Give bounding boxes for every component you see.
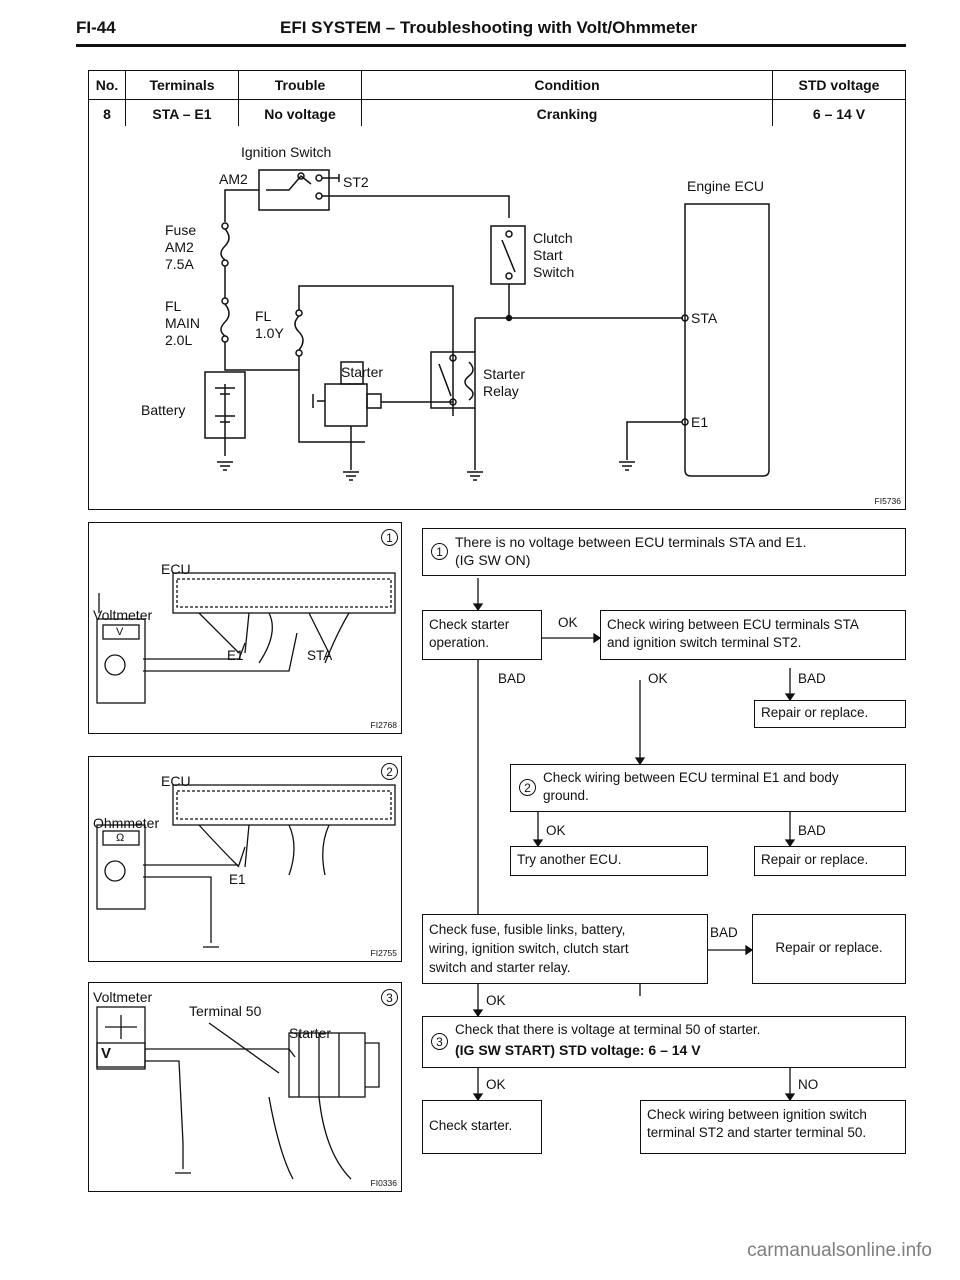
flow-check-starter-op: Check starter operation. bbox=[422, 610, 542, 660]
flow-step3: 3 Check that there is voltage at termina… bbox=[422, 1016, 906, 1068]
spec-table-row: 8 STA – E1 No voltage Cranking 6 – 14 V bbox=[88, 99, 906, 129]
fig3-terminal-label: Terminal 50 bbox=[189, 1003, 262, 1019]
label-starter-relay: Starter Relay bbox=[483, 366, 526, 399]
label-battery: Battery bbox=[141, 402, 186, 418]
page-title: EFI SYSTEM – Troubleshooting with Volt/O… bbox=[280, 18, 698, 37]
flow-step3-line1: Check that there is voltage at terminal … bbox=[455, 1022, 761, 1037]
figure-id: FI5736 bbox=[874, 496, 901, 506]
flow-repair2: Repair or replace. bbox=[754, 846, 906, 876]
circuit-diagram: Ignition Switch AM2 ST2 Fuse AM2 7.5A FL… bbox=[88, 126, 906, 510]
flow-repair3: Repair or replace. bbox=[752, 914, 906, 984]
flow-try-ecu: Try another ECU. bbox=[510, 846, 708, 876]
flow-bad3: BAD bbox=[798, 823, 826, 838]
fig1-ecu-label: ECU bbox=[161, 561, 191, 577]
label-starter: Starter bbox=[341, 364, 384, 380]
fig1-meter-label: Voltmeter bbox=[93, 607, 153, 623]
figure-3-drawing bbox=[96, 1006, 380, 1180]
figure-1-voltmeter: ECU Voltmeter V E1 STA 1 FI2768 bbox=[88, 522, 402, 734]
label-engine-ecu: Engine ECU bbox=[687, 178, 765, 194]
watermark: carmanualsonline.info bbox=[747, 1240, 932, 1261]
flow-bad1: BAD bbox=[498, 671, 526, 686]
flow-step3-number: 3 bbox=[431, 1033, 448, 1050]
flow-ok4: OK bbox=[486, 993, 506, 1008]
flow-bad2: BAD bbox=[798, 671, 826, 686]
fig1-e1-label: E1 bbox=[227, 648, 244, 663]
col-condition: Condition bbox=[361, 70, 773, 100]
flow-step1: 1 There is no voltage between ECU termin… bbox=[422, 528, 906, 576]
col-std-voltage: STD voltage bbox=[772, 70, 906, 100]
fig2-id: FI2755 bbox=[370, 948, 397, 958]
flow-bad4: BAD bbox=[710, 925, 738, 940]
fig2-e1-label: E1 bbox=[229, 872, 246, 887]
flow-step1-text: There is no voltage between ECU terminal… bbox=[455, 534, 807, 568]
fig3-number: 3 bbox=[381, 989, 398, 1006]
cell-std-voltage: 6 – 14 V bbox=[772, 99, 906, 129]
fig2-number: 2 bbox=[381, 763, 398, 780]
label-fl-main: FL MAIN 2.0L bbox=[165, 298, 200, 348]
flow-ok5: OK bbox=[486, 1077, 506, 1092]
fig3-meter-label: Voltmeter bbox=[93, 989, 153, 1005]
figure-2-ohmmeter: ECU Ohmmeter Ω E1 2 FI2755 bbox=[88, 756, 402, 962]
label-clutch-switch: Clutch Start Switch bbox=[533, 230, 575, 280]
flow-ok2: OK bbox=[648, 671, 668, 686]
label-ignition-switch: Ignition Switch bbox=[241, 144, 332, 160]
fig2-ecu-label: ECU bbox=[161, 773, 191, 789]
fig2-meter-symbol: Ω bbox=[116, 832, 125, 844]
flow-step3-line2: (IG SW START) STD voltage: 6 – 14 V bbox=[455, 1042, 701, 1058]
flow-no: NO bbox=[798, 1077, 819, 1092]
label-fl-1: FL 1.0Y bbox=[255, 308, 284, 341]
cell-condition: Cranking bbox=[361, 99, 773, 129]
label-am2: AM2 bbox=[219, 171, 248, 187]
flow-repair1: Repair or replace. bbox=[754, 700, 906, 728]
label-e1: E1 bbox=[691, 414, 709, 430]
figure-1-drawing bbox=[96, 572, 396, 704]
flow-ok1: OK bbox=[558, 615, 578, 630]
page-number: FI-44 bbox=[76, 18, 116, 37]
fig1-number: 1 bbox=[381, 529, 398, 546]
col-terminals: Terminals bbox=[125, 70, 239, 100]
flow-step2-number: 2 bbox=[519, 779, 536, 796]
flow-ok3: OK bbox=[546, 823, 566, 838]
spec-table: No. Terminals Trouble Condition STD volt… bbox=[88, 70, 906, 129]
fig3-starter-label: Starter bbox=[289, 1025, 332, 1041]
flow-step2-text: Check wiring between ECU terminal E1 and… bbox=[543, 770, 839, 803]
flow-step2: 2 Check wiring between ECU terminal E1 a… bbox=[510, 764, 906, 812]
fig1-sta-label: STA bbox=[307, 648, 333, 663]
flow-step1-number: 1 bbox=[431, 543, 448, 560]
cell-no: 8 bbox=[88, 99, 126, 129]
fig3-id: FI0336 bbox=[370, 1178, 397, 1188]
label-st2: ST2 bbox=[343, 174, 369, 190]
label-sta: STA bbox=[691, 310, 718, 326]
flow-check-wiring-st2: Check wiring between ignition switch ter… bbox=[640, 1100, 906, 1154]
fig2-meter-label: Ohmmeter bbox=[93, 815, 160, 831]
header-rule bbox=[76, 44, 906, 47]
flow-check-wiring-sta: Check wiring between ECU terminals STA a… bbox=[600, 610, 906, 660]
figure-3-voltmeter: Voltmeter V Terminal 50 Starter 3 FI0336 bbox=[88, 982, 402, 1192]
circuit-wiring bbox=[204, 169, 770, 481]
fig3-meter-symbol: V bbox=[101, 1045, 112, 1062]
fig1-id: FI2768 bbox=[370, 720, 397, 730]
figure-2-drawing bbox=[96, 784, 396, 948]
flow-check-fuse: Check fuse, fusible links, battery, wiri… bbox=[422, 914, 708, 984]
label-fuse-am2: Fuse AM2 7.5A bbox=[165, 222, 197, 272]
flow-check-starter: Check starter. bbox=[422, 1100, 542, 1154]
spec-table-header: No. Terminals Trouble Condition STD volt… bbox=[88, 70, 906, 100]
fig1-meter-symbol: V bbox=[116, 626, 124, 638]
